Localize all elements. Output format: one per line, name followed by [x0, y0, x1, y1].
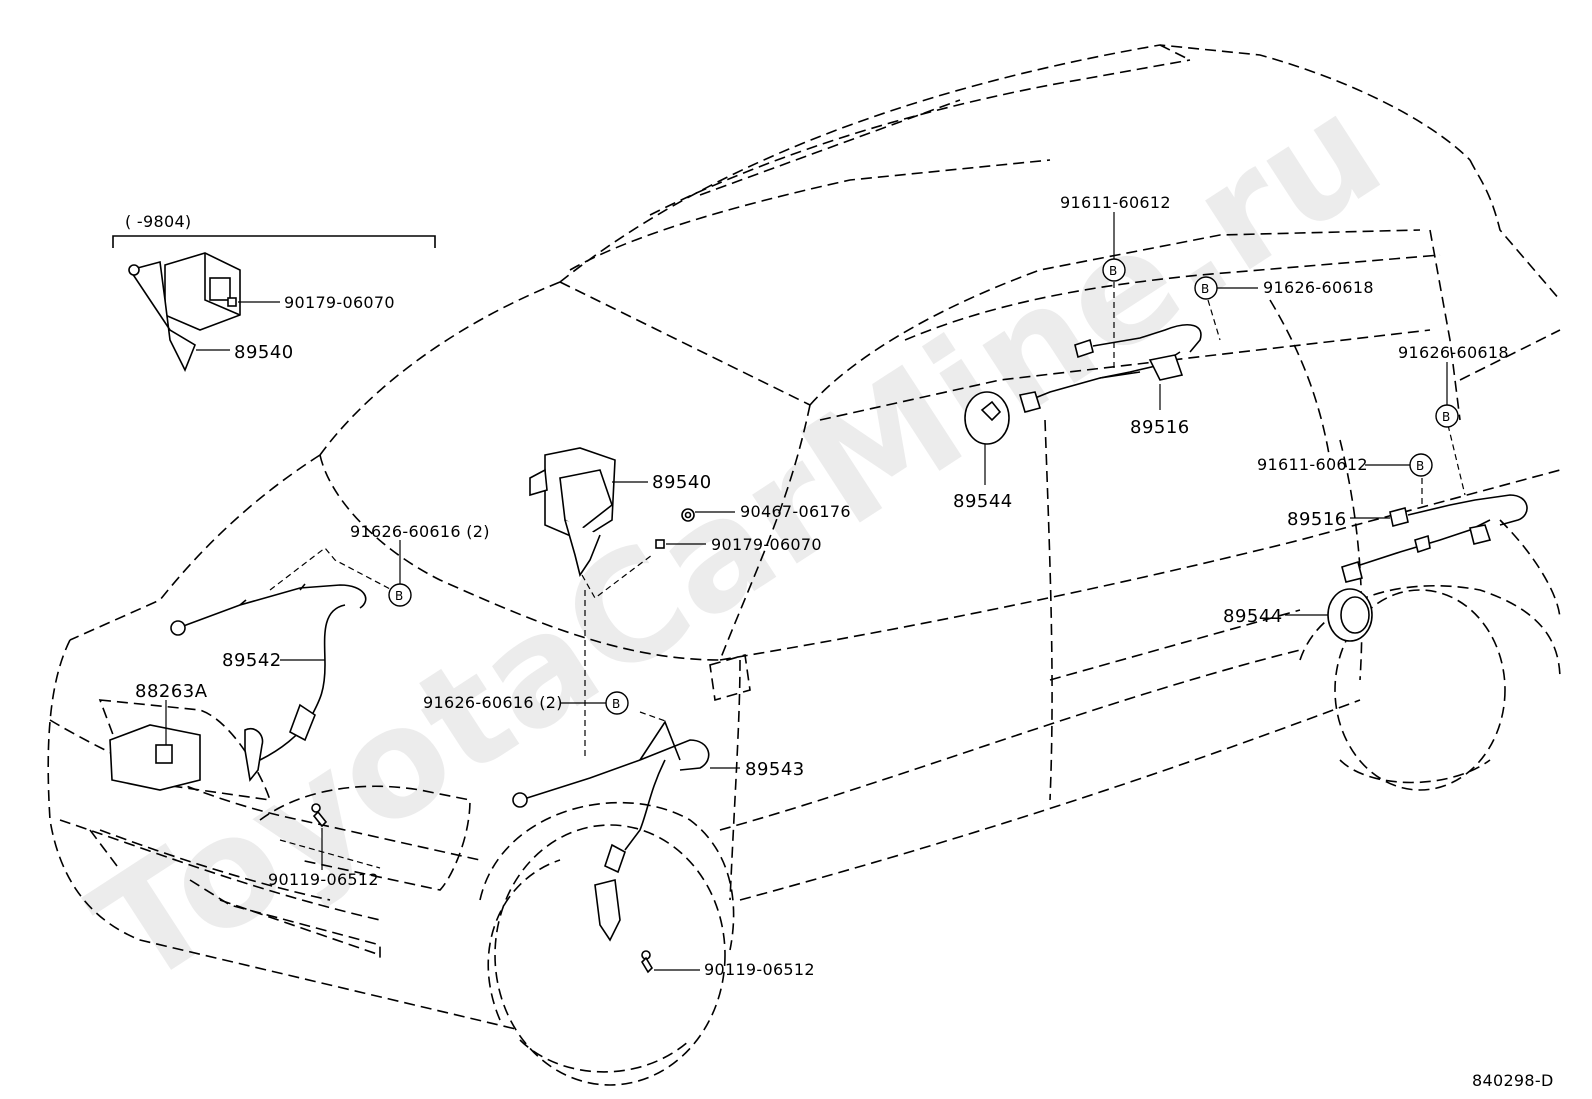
diagram-code: 840298-D	[1472, 1071, 1554, 1090]
label-89544-upper[interactable]: 89544	[953, 491, 1013, 512]
nut-inset	[227, 297, 237, 307]
label-90119-06512-left[interactable]: 90119-06512	[268, 870, 379, 889]
front-left-speed-sensor	[170, 547, 393, 782]
label-90119-06512-right[interactable]: 90119-06512	[704, 960, 815, 979]
label-89540[interactable]: 89540	[652, 472, 712, 493]
label-89543[interactable]: 89543	[745, 759, 805, 780]
vehicle-body-outline	[47, 44, 1561, 1086]
clip-b-rear-upper-1: B	[1102, 258, 1126, 282]
label-91626-60618-right[interactable]: 91626-60618	[1398, 343, 1509, 362]
label-90179-06070[interactable]: 90179-06070	[711, 535, 822, 554]
label-89544-lower[interactable]: 89544	[1223, 606, 1283, 627]
clip-b-rear-lower-2: B	[1409, 453, 1433, 477]
rear-speed-sensor-upper	[1018, 282, 1221, 413]
label-91626-60616-right[interactable]: 91626-60616 (2)	[423, 693, 563, 712]
label-89516-lower[interactable]: 89516	[1287, 509, 1347, 530]
bolt-90119-left	[311, 803, 328, 828]
bolt-90467	[681, 508, 695, 522]
svg-text:B: B	[612, 697, 620, 711]
bolt-90119-right	[640, 950, 654, 974]
relay-88263a	[109, 724, 201, 791]
label-90179-06070-inset[interactable]: 90179-06070	[284, 293, 395, 312]
label-91611-60612-right[interactable]: 91611-60612	[1257, 455, 1368, 474]
label-89542[interactable]: 89542	[222, 650, 282, 671]
inset-group: ( -9804) 90179-06070 89540	[112, 212, 436, 372]
front-right-speed-sensor	[512, 590, 710, 942]
rear-speed-sensor-lower	[1341, 424, 1528, 583]
inset-range-note: ( -9804)	[125, 212, 191, 231]
label-89516-upper[interactable]: 89516	[1130, 417, 1190, 438]
sensor-rotor-lower	[1327, 588, 1373, 642]
label-91626-60618-upper[interactable]: 91626-60618	[1263, 278, 1374, 297]
clip-b-front-right: B	[605, 691, 629, 715]
sensor-rotor-upper	[964, 391, 1010, 445]
label-91611-60612-upper[interactable]: 91611-60612	[1060, 193, 1171, 212]
abs-ecu-inset	[128, 252, 241, 372]
nut-90179	[655, 539, 665, 549]
clip-b-rear-upper-2: B	[1194, 276, 1218, 300]
svg-text:B: B	[1109, 264, 1117, 278]
clip-b-rear-lower-1: B	[1435, 404, 1459, 428]
clip-b-front-left: B	[388, 583, 412, 607]
label-88263a[interactable]: 88263A	[135, 681, 208, 702]
label-90467-06176[interactable]: 90467-06176	[740, 502, 851, 521]
svg-text:B: B	[395, 589, 403, 603]
label-89540-inset[interactable]: 89540	[234, 342, 294, 363]
svg-text:B: B	[1201, 282, 1209, 296]
svg-text:B: B	[1442, 410, 1450, 424]
label-91626-60616-left[interactable]: 91626-60616 (2)	[350, 522, 490, 541]
svg-text:B: B	[1416, 459, 1424, 473]
abs-ecu	[529, 447, 653, 599]
